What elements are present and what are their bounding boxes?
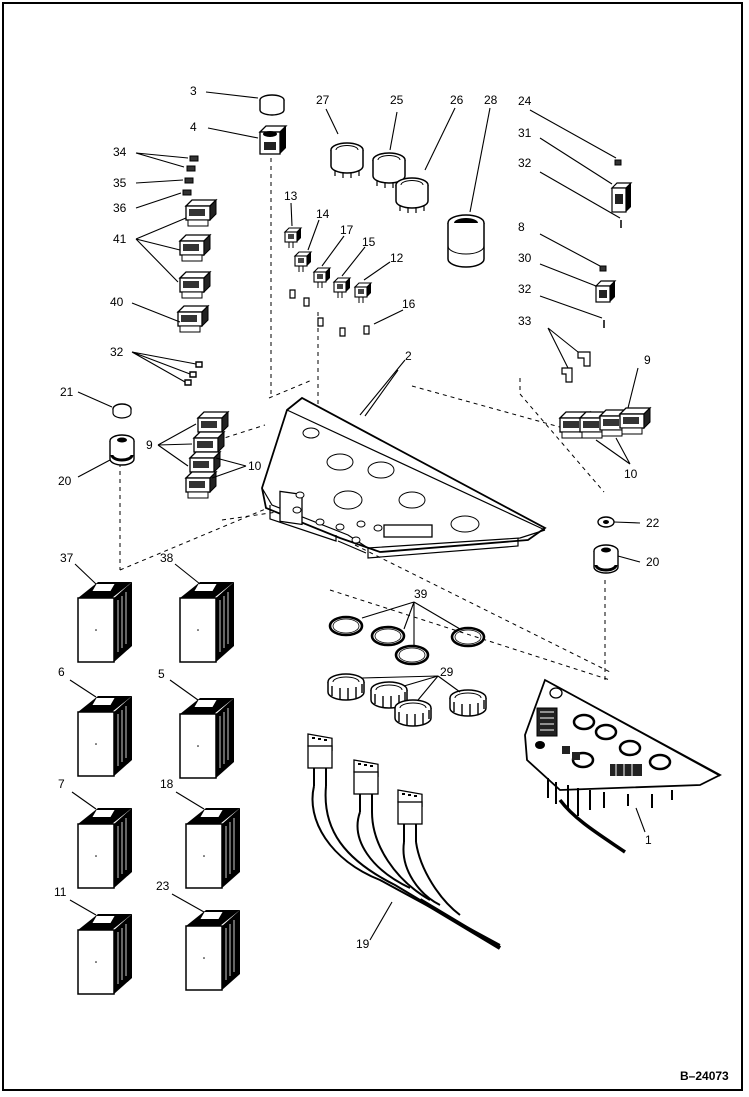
drawing-reference: B–24073 (680, 1069, 729, 1083)
callout-8: 8 (518, 220, 525, 234)
callout-24: 24 (518, 94, 532, 108)
callout-9b: 9 (644, 353, 651, 367)
callout-4: 4 (190, 120, 197, 134)
switch-10 (185, 471, 217, 499)
callout-40: 40 (110, 295, 124, 309)
callout-14: 14 (316, 207, 330, 221)
callout-18: 18 (160, 777, 174, 791)
callout-20b: 20 (646, 555, 660, 569)
callout-26: 26 (450, 93, 464, 107)
wire-harness (307, 733, 502, 950)
callout-9a: 9 (146, 438, 153, 452)
key-switch-body (258, 125, 288, 155)
callout-13: 13 (284, 189, 298, 203)
ring-39 (450, 626, 486, 648)
callout-20a: 20 (58, 474, 72, 488)
indicator-14 (294, 251, 312, 273)
callout-3: 3 (190, 84, 197, 98)
switch-20-left (109, 434, 135, 466)
callout-19: 19 (356, 937, 370, 951)
callout-17: 17 (340, 223, 354, 237)
decal-18 (185, 807, 241, 889)
nut-29 (327, 673, 365, 701)
leader-lines (69, 91, 646, 941)
rocker-switch (177, 305, 209, 333)
callout-31: 31 (518, 126, 532, 140)
rocker-switch (179, 271, 211, 299)
callout-32a: 32 (110, 345, 124, 359)
bulbs-16 (289, 289, 370, 337)
callout-25: 25 (390, 93, 404, 107)
callout-30: 30 (518, 251, 532, 265)
small-clips (182, 155, 199, 196)
callout-22: 22 (646, 516, 660, 530)
callout-33: 33 (518, 314, 532, 328)
gauge-26 (395, 177, 429, 214)
cap-22 (597, 516, 615, 528)
callout-11: 11 (54, 885, 67, 899)
decal-37 (77, 581, 133, 663)
callout-1: 1 (645, 833, 652, 847)
ring-39 (394, 644, 430, 666)
callout-32b: 32 (518, 156, 532, 170)
callout-32c: 32 (518, 282, 532, 296)
callout-41: 41 (113, 232, 127, 246)
callout-28: 28 (484, 93, 498, 107)
callout-35: 35 (113, 176, 127, 190)
callout-36: 36 (113, 201, 127, 215)
clip-8 (599, 265, 607, 272)
callout-37: 37 (60, 551, 74, 565)
callout-15: 15 (362, 235, 376, 249)
ring-39 (328, 615, 364, 637)
callout-39: 39 (414, 587, 428, 601)
indicator-13 (284, 227, 302, 249)
switch-30 (594, 280, 617, 303)
gauge-27 (330, 142, 364, 179)
key-switch-cap (259, 94, 285, 116)
callout-10a: 10 (248, 459, 262, 473)
assembled-panel (524, 678, 722, 854)
switch-31 (610, 182, 633, 213)
decal-6 (77, 695, 133, 777)
callout-10b: 10 (624, 467, 638, 481)
decal-23 (185, 909, 241, 991)
callout-6: 6 (58, 665, 65, 679)
callout-21: 21 (60, 385, 74, 399)
clip-24 (614, 159, 622, 166)
decal-7 (77, 807, 133, 889)
decal-11 (77, 913, 133, 995)
indicator-15 (333, 277, 351, 299)
switch-9c (619, 407, 651, 435)
callout-38: 38 (160, 551, 174, 565)
callout-5: 5 (158, 667, 165, 681)
decal-5 (179, 697, 235, 779)
hourmeter-28 (447, 214, 485, 268)
callout-12: 12 (390, 251, 404, 265)
callout-29: 29 (440, 665, 454, 679)
ring-39 (370, 625, 406, 647)
brackets-33 (561, 351, 591, 383)
bulbs-left (184, 361, 203, 386)
nut-29 (449, 689, 487, 717)
callout-27: 27 (316, 93, 330, 107)
callout-labels: 3 4 34 35 36 41 40 32 21 20 9 10 27 25 2… (54, 84, 660, 951)
cap-21 (112, 403, 132, 419)
rocker-switch (179, 234, 211, 262)
callout-34: 34 (113, 145, 127, 159)
indicator-17 (313, 267, 331, 289)
dash-panel (261, 396, 547, 559)
indicator-12 (354, 282, 372, 304)
rocker-switch (185, 199, 217, 227)
nut-29 (394, 699, 432, 727)
callout-2: 2 (405, 349, 412, 363)
callout-23: 23 (156, 879, 170, 893)
decal-38 (179, 581, 235, 663)
callout-7: 7 (58, 777, 65, 791)
callout-16: 16 (402, 297, 416, 311)
switch-20-right (593, 544, 619, 574)
